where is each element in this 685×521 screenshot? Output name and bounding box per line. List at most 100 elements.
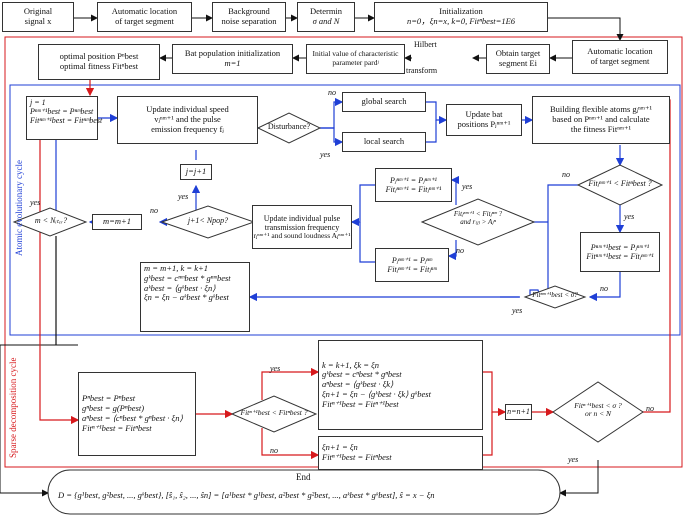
sparse-fit-text: Fitⁿ⁺¹best < Fitⁿbest ?: [240, 408, 308, 417]
build-atoms-line1: Building flexible atoms gⱼⁿᵐ⁺¹: [550, 104, 652, 115]
build-atoms-line2: based on Pⁿᵐ⁺¹ and calculate: [552, 114, 650, 125]
update-speed-line3: emission frequency fⱼ: [151, 123, 224, 134]
accept-diamond: [420, 198, 536, 246]
build-atoms-box: Building flexible atoms gⱼⁿᵐ⁺¹ based on …: [532, 96, 670, 144]
sparse-yes-block: k = k+1, ξk = ξn gᵏbest = cⁿbest * gⁿbes…: [318, 340, 483, 430]
hilbert-label: Hilbert: [414, 40, 437, 49]
hilbert-line1: Hilbert: [414, 40, 437, 49]
no-label-stop: no: [646, 404, 654, 413]
update-block-line2: gᵏbest = cⁿᵐbest * gⁿᵐbest: [144, 272, 231, 283]
disturbance-text: Disturbance?: [267, 122, 311, 131]
update-bat-line1: Update bat: [465, 109, 503, 120]
init-j-line1: j = 1: [30, 98, 46, 107]
atomic-cycle-frame: [9, 84, 681, 336]
sparse-no-block: ξn+1 = ξn Fitⁿ⁺¹best = Fitⁿbest: [318, 436, 483, 470]
bat-population-line1: Bat population initialization: [184, 48, 281, 59]
original-signal-line1: Original: [23, 6, 53, 17]
p-keep-box: Pⱼⁿᵐ⁺¹ = Pⱼⁿᵐ Fitⱼⁿᵐ⁺¹ = Fitⱼⁿᵐ: [375, 248, 449, 282]
accept-diamond-line1: Fitⱼⁿᵐ⁺¹ < Fitⱼⁿᵐ ?: [453, 210, 503, 218]
auto-location-box-second: Automatic location of target segment: [572, 40, 668, 74]
no-label-fit-sigma: no: [600, 284, 608, 293]
fit-sigma-diamond: [523, 285, 587, 309]
auto-location2-line1: Automatic location: [587, 46, 653, 57]
yes-label-accept: yes: [462, 182, 473, 191]
optimal-position-line: optimal position Pⁿbest: [59, 51, 139, 62]
stop-diamond: [552, 381, 644, 443]
sparse-yes-line5: Fitⁿ⁺¹best = Fitⁿ⁺¹best: [322, 398, 399, 409]
j-compare-text: j+1< Npop?: [187, 216, 229, 225]
p-accept-line1: Pⱼⁿᵐ⁺¹ = Pⱼⁿᵐ⁺¹: [390, 175, 437, 185]
sparse-yes-line3: aⁿbest = ⟨gᵏbest · ξk⟩: [322, 379, 394, 390]
sparse-fit-diamond: [230, 395, 318, 433]
yes-label-m: yes: [30, 198, 41, 207]
update-pulse-box: Update individual pulse transmission fre…: [252, 205, 352, 249]
char-param-line2: parameter pardʲ: [332, 58, 379, 67]
update-bat-box: Update bat positions Pⱼⁿᵐ⁺¹: [446, 104, 522, 136]
yes-label-stop: yes: [568, 455, 579, 464]
build-atoms-line3: the fitness Fitⁿᵐ⁺¹: [570, 123, 632, 134]
p-accept-line2: Fitⱼⁿᵐ⁺¹ = Fitⱼⁿᵐ⁺¹: [385, 185, 442, 194]
yes-label-fit-sigma: yes: [512, 306, 523, 315]
sparse-left-line1: Pⁿbest = Pⁿbest: [82, 393, 136, 404]
accept-diamond-text: Fitⱼⁿᵐ⁺¹ < Fitⱼⁿᵐ ? and r₍ⱼ₎ > Aⱼⁿ: [434, 210, 522, 226]
stop-diamond-text: Fitⁿ⁺¹best < σ ? or n < N: [564, 401, 632, 419]
auto-location-line1: Automatic location: [111, 6, 178, 17]
optimal-fitness-line: optimal fitness Fitⁿbest: [59, 61, 139, 71]
yes-label-j: yes: [178, 192, 189, 201]
fit-sigma-text: Fitⁿᵐ⁺¹best < σ?: [532, 291, 578, 299]
background-noise-box: Background noise separation: [212, 2, 286, 32]
update-block-line4: ξn = ξn − aᵏbest * gᵏbest: [144, 292, 229, 303]
fit-compare-text: Fitⱼⁿᵐ⁺¹ < Fitⁿbest ?: [588, 179, 652, 188]
update-speed-line2: vⱼⁿᵐ⁺¹ and the pulse: [154, 114, 221, 125]
no-label-disturbance: no: [328, 88, 336, 97]
no-label-fit-compare: no: [562, 170, 570, 179]
sparse-yes-line1: k = k+1, ξk = ξn: [322, 359, 380, 370]
update-pulse-line3: rⱼⁿᵐ⁺¹ and sound loudness Aⱼⁿᵐ⁺¹: [253, 230, 351, 240]
sparse-yes-line2: gᵏbest = cⁿbest * gⁿbest: [322, 369, 402, 380]
atomic-cycle-label: Atomic evolutionary cycle: [14, 160, 24, 256]
sparse-left-line2: gⁿbest = g(Pⁿbest): [82, 403, 145, 414]
sparse-cycle-label: Sparse decomposition cycle: [8, 357, 18, 458]
background-noise-line2: noise separation: [221, 16, 277, 26]
local-search-box: local search: [342, 132, 426, 152]
p-best-update-line2: Fitⁿᵐ⁺¹best = Fitⱼⁿᵐ⁺¹: [586, 252, 654, 261]
update-block-line3: aᵏbest = ⟨gᵏbest · ξn⟩: [144, 282, 216, 293]
update-speed-box: Update individual speed vⱼⁿᵐ⁺¹ and the p…: [117, 96, 258, 144]
disturbance-diamond: [256, 112, 322, 144]
optimal-position-box: optimal position Pⁿbest optimal fitness …: [38, 44, 160, 80]
yes-label-disturbance: yes: [320, 150, 331, 159]
obtain-target-line2: segment Ei: [498, 58, 537, 68]
update-pulse-line1: Update individual pulse: [263, 213, 341, 223]
sparse-no-line1: ξn+1 = ξn: [322, 442, 358, 453]
sparse-left-line3: aⁿbest = ⟨cⁿbest * gⁿbest · ξn⟩: [82, 413, 183, 423]
initialization-box: Initialization n=0，ξn=x, k=0, Fitⁿbest=1…: [374, 2, 548, 32]
obtain-target-line1: Obtain target: [495, 48, 541, 59]
init-j-box: j = 1 Pⁿᵐ⁺¹best = Pⁿᵐbest Fitⁿᵐ⁺¹best = …: [26, 96, 102, 140]
end-terminal: [47, 469, 561, 515]
bat-population-line2: m=1: [224, 58, 241, 68]
no-label-accept: no: [456, 246, 464, 255]
accept-diamond-line2: and r₍ⱼ₎ > Aⱼⁿ: [460, 217, 496, 226]
stop-diamond-line2: or n < N: [584, 409, 612, 419]
transform-label: transform: [406, 66, 437, 75]
n-increment-box: n=n+1: [505, 404, 532, 420]
sparse-left-block: Pⁿbest = Pⁿbest gⁿbest = g(Pⁿbest) aⁿbes…: [78, 372, 196, 456]
hilbert-line2: transform: [406, 66, 438, 75]
update-pulse-line2: transmission frequency: [264, 222, 340, 232]
p-accept-box: Pⱼⁿᵐ⁺¹ = Pⱼⁿᵐ⁺¹ Fitⱼⁿᵐ⁺¹ = Fitⱼⁿᵐ⁺¹: [375, 168, 452, 202]
update-block-line1: m = m+1, k = k+1: [144, 263, 209, 273]
update-bat-line2: positions Pⱼⁿᵐ⁺¹: [457, 119, 511, 129]
p-best-update-line1: Pⁿᵐ⁺¹best = Pⱼⁿᵐ⁺¹: [590, 242, 650, 252]
sparse-no-line2: Fitⁿ⁺¹best = Fitⁿbest: [322, 452, 392, 462]
m-increment-box: m=m+1: [92, 214, 142, 230]
yes-label-fit-compare: yes: [624, 212, 635, 221]
initialization-body: n=0，ξn=x, k=0, Fitⁿbest=1E6: [406, 16, 516, 26]
p-keep-line1: Pⱼⁿᵐ⁺¹ = Pⱼⁿᵐ: [391, 255, 433, 265]
obtain-target-box: Obtain target segment Ei: [486, 44, 550, 74]
fit-compare-diamond: [576, 164, 664, 206]
auto-location2-line2: of target segment: [590, 56, 650, 66]
initialization-title: Initialization: [439, 6, 483, 17]
j-increment-box: j=j+1: [180, 164, 212, 180]
